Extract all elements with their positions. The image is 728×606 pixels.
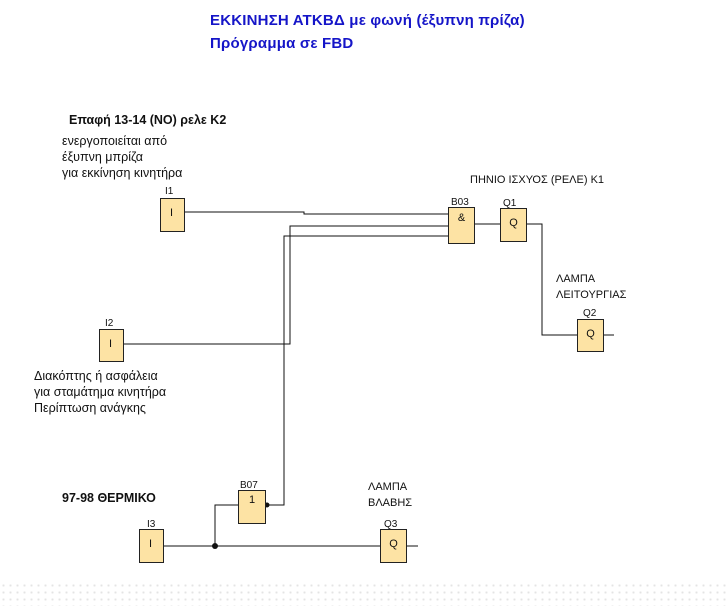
i2-note-line2: για σταμάτημα κινητήρα [34,385,167,399]
output-block-q2[interactable]: Q [577,319,604,352]
input-block-i3[interactable]: I [139,529,164,563]
i1-heading: Επαφή 13-14 (ΝΟ) ρελε Κ2 [69,113,227,127]
q3-symbol: Q [389,538,398,550]
wire-b07-to-b03 [266,235,448,506]
i2-tag: I2 [105,318,114,329]
dotted-background [0,582,728,606]
b07-symbol: 1 [248,494,256,506]
i1-note-line2: έξυπνη μπρίζα [62,150,143,164]
input-block-i2[interactable]: I [99,329,124,362]
output-block-q1[interactable]: Q [500,208,527,242]
wire-i2-to-b03 [124,225,448,345]
b03-symbol: & [457,212,466,224]
q2-tag: Q2 [583,308,597,319]
q2-note-line2: ΛΕΙΤΟΥΡΓΙΑΣ [556,289,627,301]
i1-note-line1: ενεργοποιείται από [62,134,168,148]
q3-note-line1: ΛΑΜΠΑ [368,481,408,493]
q1-tag: Q1 [503,198,517,209]
i2-symbol: I [109,338,113,350]
b03-tag: B03 [451,197,469,208]
i3-tag: I3 [147,519,156,530]
output-block-q3[interactable]: Q [380,529,407,563]
wire-node-to-b07 [214,504,238,546]
diagram-subtitle: Πρόγραμμα σε FBD [210,35,354,52]
q3-note-line2: ΒΛΑΒΗΣ [368,497,413,509]
q2-symbol: Q [586,328,595,340]
diagram-title: ΕΚΚΙΝΗΣΗ ΑΤΚΒΔ με φωνή (έξυπνη πρίζα) [210,12,525,29]
q2-note-line1: ΛΑΜΠΑ [556,273,596,285]
wire-i1-to-b03 [185,211,448,215]
i1-tag: I1 [165,186,174,197]
q1-heading: ΠΗΝΙΟ ΙΣΧΥΟΣ (ΡΕΛΕ) Κ1 [470,174,605,186]
q3-tag: Q3 [384,519,398,530]
wire-q1-to-q2 [527,223,577,336]
or-block-b07[interactable]: 1 [238,490,266,524]
i2-note-line1: Διακόπτης ή ασφάλεια [34,369,158,383]
input-block-i1[interactable]: I [160,198,185,232]
b07-tag: B07 [240,480,258,491]
i3-symbol: I [149,538,153,550]
i1-symbol: I [170,207,174,219]
i3-heading: 97-98 ΘΕΡΜΙΚΟ [62,491,156,505]
i1-note-line3: για εκκίνηση κινητήρα [62,166,183,180]
i2-note-line3: Περίπτωση ανάγκης [34,401,146,415]
q1-symbol: Q [509,217,518,229]
junction-node [212,543,218,549]
and-block-b03[interactable]: & [448,207,475,244]
